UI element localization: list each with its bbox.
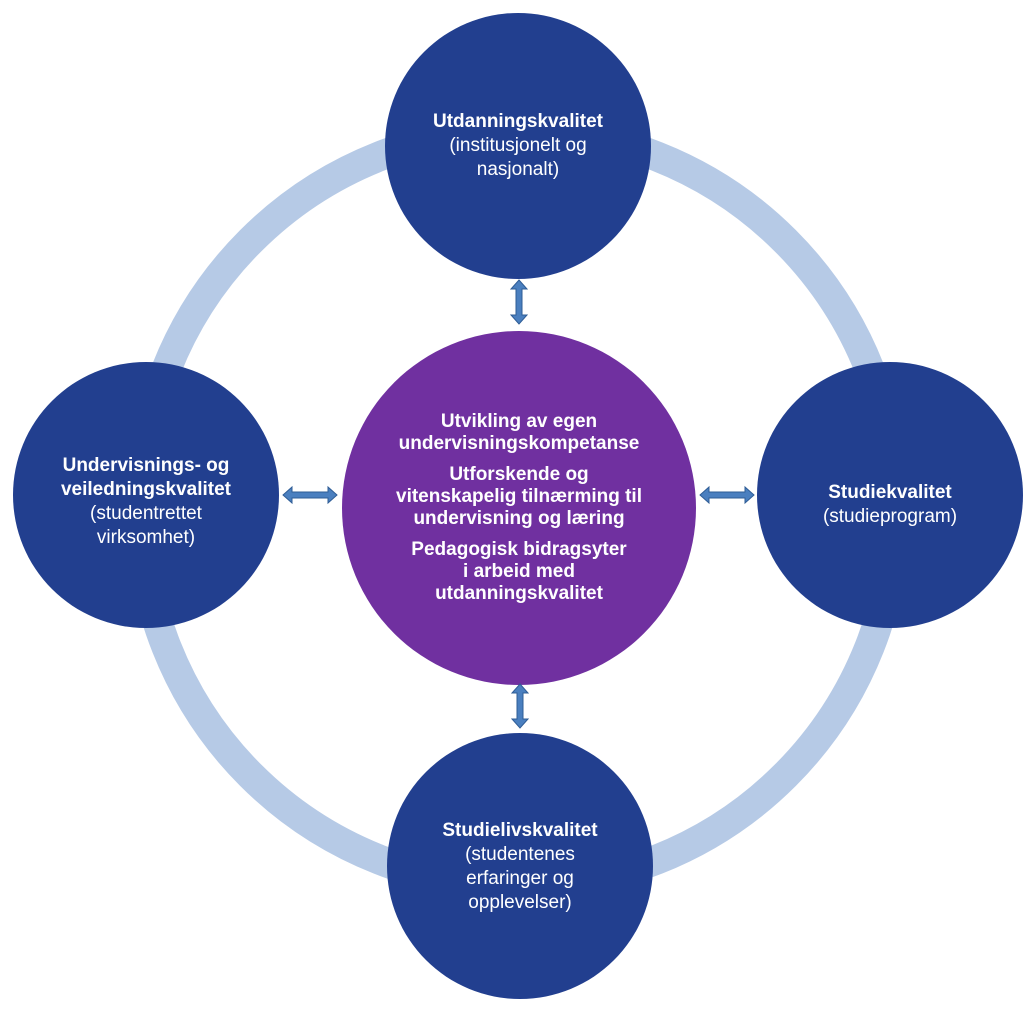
node-bottom-title: Studielivskvalitet: [442, 820, 598, 841]
node-circle-top: [385, 13, 651, 279]
node-top-subtitle: (institusjonelt og nasjonalt): [449, 135, 587, 180]
node-left: Undervisnings- og veiledningskvalitet (s…: [36, 452, 256, 552]
node-top: Utdanningskvalitet (institusjonelt og na…: [408, 96, 628, 196]
arrow-bottom: [510, 683, 530, 729]
node-circle-right: [757, 362, 1023, 628]
node-right-title: Studiekvalitet: [828, 482, 952, 503]
arrow-top: [509, 279, 529, 325]
node-right-subtitle: (studieprogram): [822, 506, 958, 527]
center-circle: [342, 331, 696, 685]
node-bottom-subtitle: (studentenes erfaringer og opplevelser): [465, 844, 575, 913]
node-left-subtitle: (studentrettet virksomhet): [90, 503, 202, 548]
node-circle-left: [13, 362, 279, 628]
center-node: Utvikling av egen undervisningskompetans…: [374, 390, 664, 626]
center-line-3: Pedagogisk bidragsyter i arbeid med utda…: [411, 539, 627, 604]
arrow-left: [282, 485, 338, 505]
node-right: Studiekvalitet (studieprogram): [780, 475, 1000, 535]
center-line-1: Utvikling av egen undervisningskompetans…: [398, 411, 640, 454]
node-top-title: Utdanningskvalitet: [433, 111, 603, 132]
center-line-2: Utforskende og vitenskapelig tilnærming …: [396, 464, 642, 529]
node-left-title: Undervisnings- og veiledningskvalitet: [60, 455, 231, 500]
node-bottom: Studielivskvalitet (studentenes erfaring…: [410, 812, 630, 922]
node-circle-bottom: [387, 733, 653, 999]
arrow-right: [699, 485, 755, 505]
